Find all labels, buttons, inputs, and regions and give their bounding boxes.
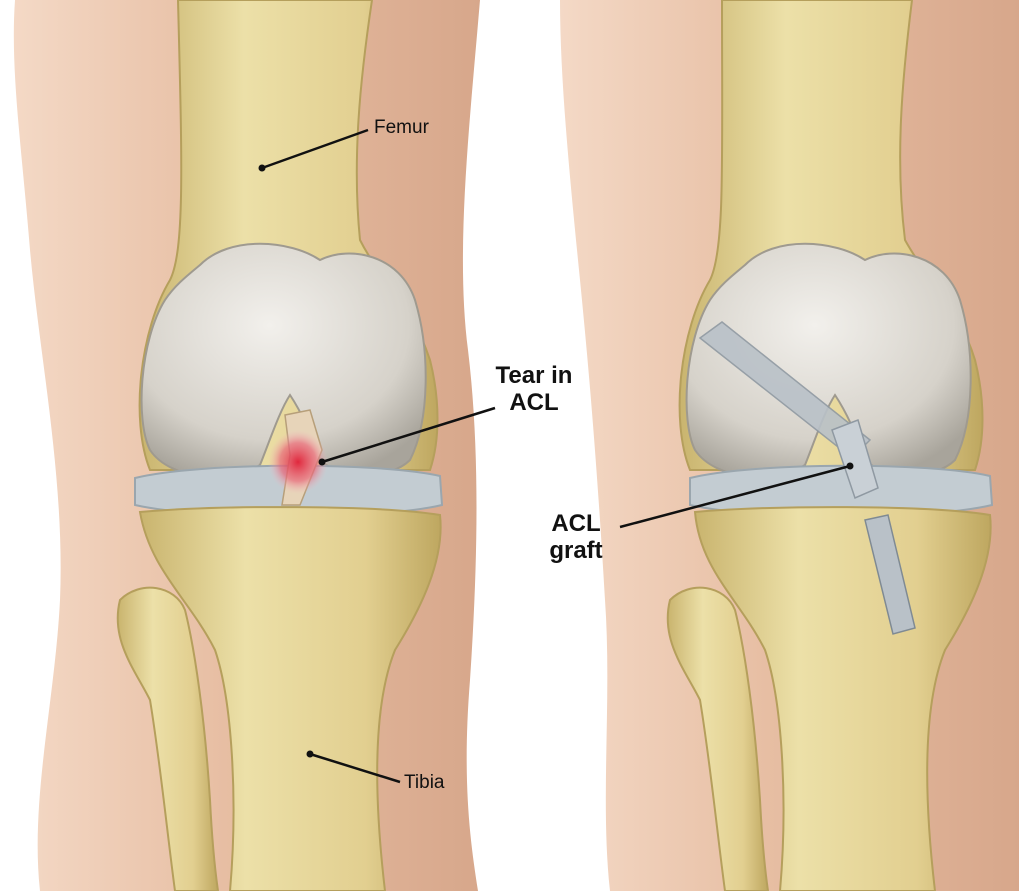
graft-label-line-1: ACL <box>526 510 626 537</box>
tear-leader-dot <box>319 459 326 466</box>
femur-label: Femur <box>374 117 429 139</box>
graft-leader-dot <box>847 463 854 470</box>
acl-graft-label: ACL graft <box>526 510 626 564</box>
tibia-leader-dot <box>307 751 314 758</box>
graft-label-line-2: graft <box>526 537 626 564</box>
right-knee <box>560 0 1019 891</box>
tear-in-acl-label: Tear in ACL <box>474 362 594 416</box>
tear-label-line-1: Tear in <box>474 362 594 389</box>
tibia-label: Tibia <box>404 772 444 794</box>
femur-leader-dot <box>259 165 266 172</box>
tear-label-line-2: ACL <box>474 389 594 416</box>
